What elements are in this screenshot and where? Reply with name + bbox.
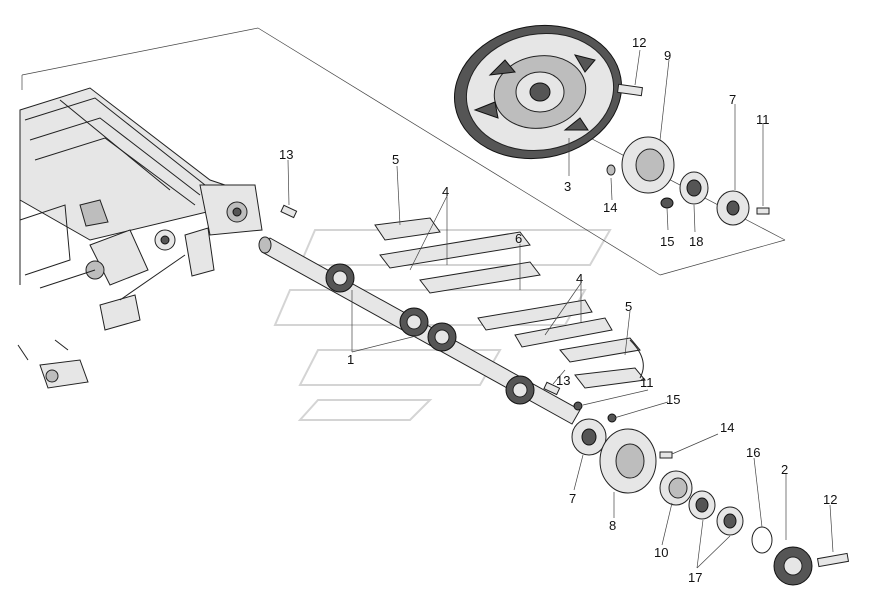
callout-9: 9 <box>664 48 671 63</box>
callout-4: 4 <box>442 184 449 199</box>
upper-bearing-group <box>606 83 770 226</box>
conveyor-frame <box>17 87 263 389</box>
callout-1: 1 <box>347 352 354 367</box>
leader-lines <box>287 49 834 569</box>
callout-10: 10 <box>654 545 668 560</box>
callout-18: 18 <box>689 234 703 249</box>
callout-13: 13 <box>556 373 570 388</box>
callout-8: 8 <box>609 518 616 533</box>
callout-17: 17 <box>688 570 702 585</box>
callout-6: 6 <box>515 231 522 246</box>
callout-7: 7 <box>729 92 736 107</box>
callout-12: 12 <box>632 35 646 50</box>
projection-lines <box>21 27 786 276</box>
callout-11: 11 <box>640 375 654 390</box>
callout-13: 13 <box>279 147 293 162</box>
callout-3: 3 <box>564 179 571 194</box>
callout-7: 7 <box>569 491 576 506</box>
callout-labels: 1 2 3 4 4 5 5 6 7 7 8 9 10 11 11 12 12 1… <box>279 35 837 585</box>
callout-2: 2 <box>781 462 788 477</box>
callout-16: 16 <box>746 445 760 460</box>
callout-14: 14 <box>603 200 617 215</box>
callout-11: 11 <box>756 112 770 127</box>
callout-12: 12 <box>823 492 837 507</box>
sprocket-shaft <box>258 204 583 425</box>
callout-15: 15 <box>666 392 680 407</box>
callout-5: 5 <box>392 152 399 167</box>
lower-bearing-group <box>571 413 850 586</box>
callout-4: 4 <box>576 271 583 286</box>
callout-15: 15 <box>660 234 674 249</box>
callout-14: 14 <box>720 420 734 435</box>
pulley-wheel <box>453 24 623 160</box>
paddle-plates <box>374 217 646 389</box>
callout-5: 5 <box>625 299 632 314</box>
